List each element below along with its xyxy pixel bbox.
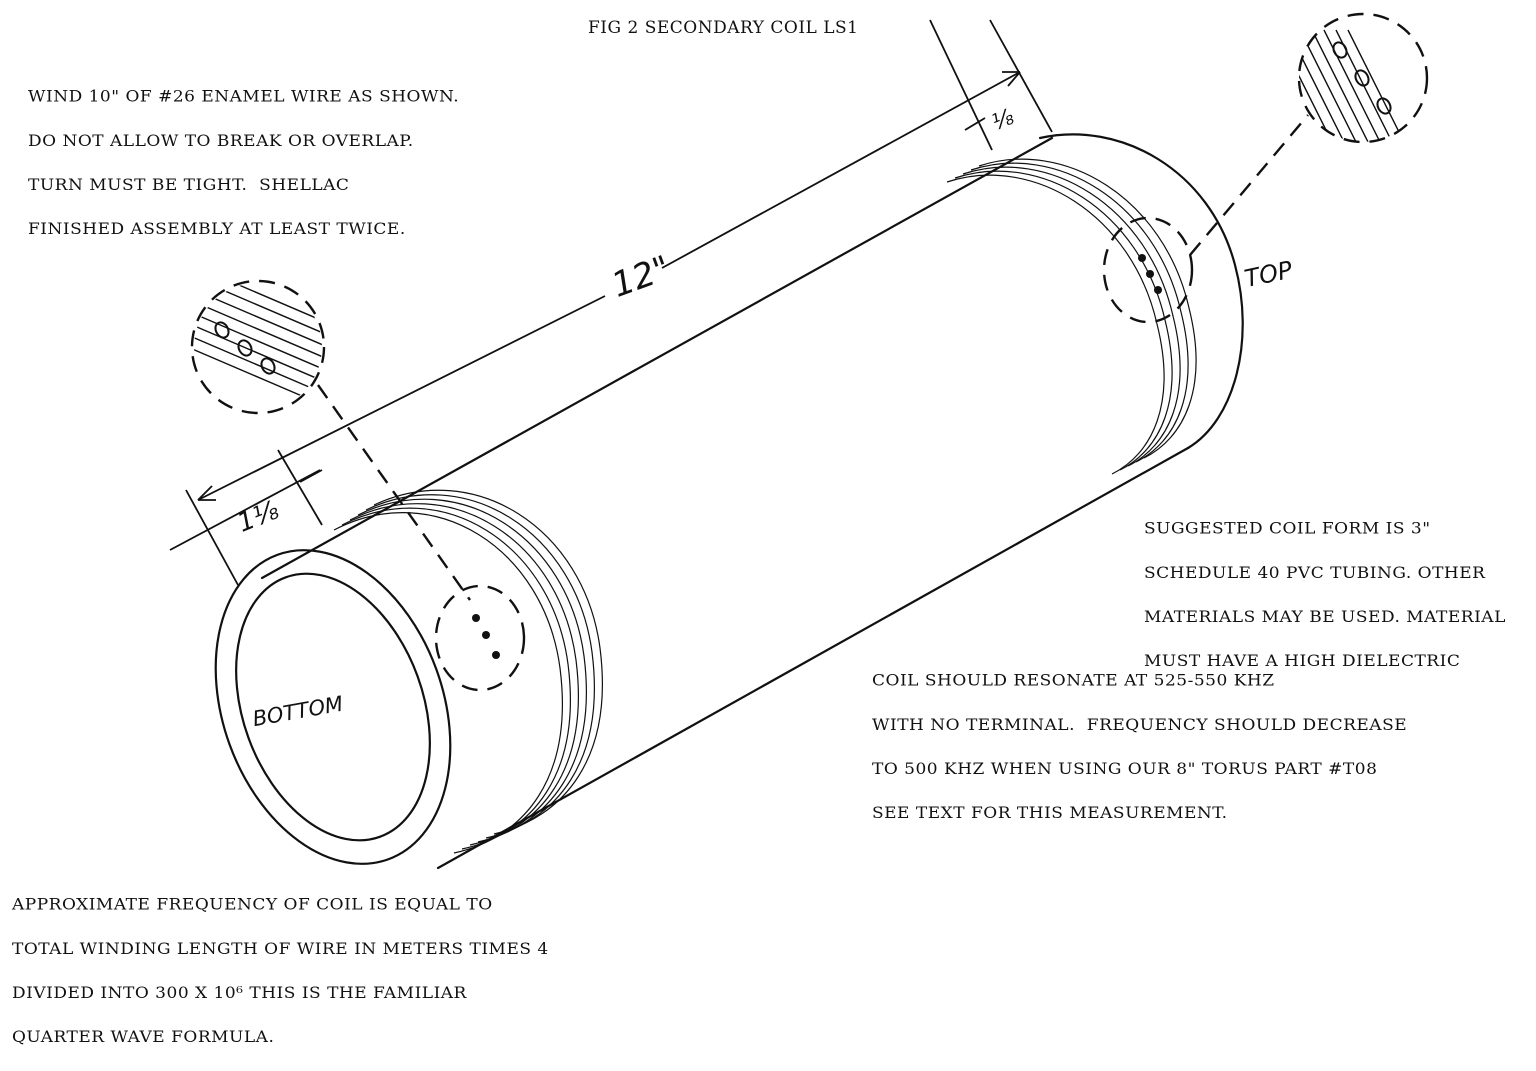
coil-wire-dots bbox=[472, 254, 1162, 659]
top-winding-band bbox=[946, 158, 1197, 475]
frequency-note-line: APPROXIMATE FREQUENCY OF COIL IS EQUAL T… bbox=[12, 895, 493, 915]
bottom-detail-ring bbox=[190, 279, 326, 415]
length-label: 12" bbox=[607, 248, 676, 306]
resonance-note-line: TO 500 KHZ WHEN USING OUR 8" TORUS PART … bbox=[872, 760, 1378, 779]
resonance-note-line: COIL SHOULD RESONATE AT 525-550 KHZ bbox=[872, 671, 1275, 691]
winding-note-line: TURN MUST BE TIGHT. SHELLAC bbox=[28, 176, 350, 195]
coil-form-note: SUGGESTED COIL FORM IS 3" SCHEDULE 40 PV… bbox=[1144, 496, 1506, 695]
length-dimension bbox=[169, 19, 1053, 586]
resonance-note-line: SEE TEXT FOR THIS MEASUREMENT. bbox=[872, 804, 1228, 823]
winding-note-line: FINISHED ASSEMBLY AT LEAST TWICE. bbox=[28, 220, 406, 239]
top-detail-wires bbox=[1332, 41, 1392, 115]
coil-form-note-line: MATERIALS MAY BE USED. MATERIAL bbox=[1144, 608, 1506, 627]
detail-callouts bbox=[190, 12, 1429, 692]
top-detail-ring bbox=[1297, 12, 1429, 144]
bottom-detail-hatch bbox=[194, 283, 322, 409]
frequency-note-line: DIVIDED INTO 300 X 10⁶ THIS IS THE FAMIL… bbox=[12, 984, 467, 1003]
figure-title: FIG 2 SECONDARY COIL LS1 bbox=[588, 18, 859, 38]
coil-form-note-line: SCHEDULE 40 PVC TUBING. OTHER bbox=[1144, 564, 1486, 583]
winding-note-line: WIND 10" OF #26 ENAMEL WIRE AS SHOWN. bbox=[28, 87, 460, 107]
bottom-end-cap-outer bbox=[214, 549, 452, 865]
bottom-margin-label: 1⅛ bbox=[233, 495, 283, 538]
cylinder-top-edge bbox=[260, 136, 1054, 580]
resonance-note: COIL SHOULD RESONATE AT 525-550 KHZ WITH… bbox=[872, 648, 1407, 847]
bottom-detail-wires bbox=[214, 321, 276, 375]
bottom-end-cap-inner bbox=[235, 572, 431, 842]
bottom-label: BOTTOM bbox=[251, 692, 345, 731]
winding-note-line: DO NOT ALLOW TO BREAK OR OVERLAP. bbox=[28, 132, 414, 151]
frequency-note-line: QUARTER WAVE FORMULA. bbox=[12, 1028, 275, 1047]
winding-note: WIND 10" OF #26 ENAMEL WIRE AS SHOWN. DO… bbox=[28, 64, 459, 263]
cylinder-bottom-edge bbox=[436, 446, 1190, 870]
top-callout-ring bbox=[1102, 216, 1194, 324]
top-detail-hatch bbox=[1299, 29, 1409, 142]
top-label: TOP bbox=[1242, 256, 1295, 293]
top-margin-label: ⅛ bbox=[988, 105, 1017, 136]
frequency-note-line: TOTAL WINDING LENGTH OF WIRE IN METERS T… bbox=[12, 940, 549, 959]
bottom-callout-ring bbox=[434, 584, 526, 692]
bottom-winding-band bbox=[333, 489, 603, 854]
top-end-cap bbox=[1038, 133, 1244, 450]
resonance-note-line: WITH NO TERMINAL. FREQUENCY SHOULD DECRE… bbox=[872, 716, 1408, 735]
coil-form-note-line: SUGGESTED COIL FORM IS 3" bbox=[1144, 519, 1431, 539]
coil-form-note-line: MUST HAVE A HIGH DIELECTRIC bbox=[1144, 652, 1461, 671]
coil-drawing: 12" 1⅛ ⅛ TOP BOTTOM bbox=[169, 12, 1429, 870]
